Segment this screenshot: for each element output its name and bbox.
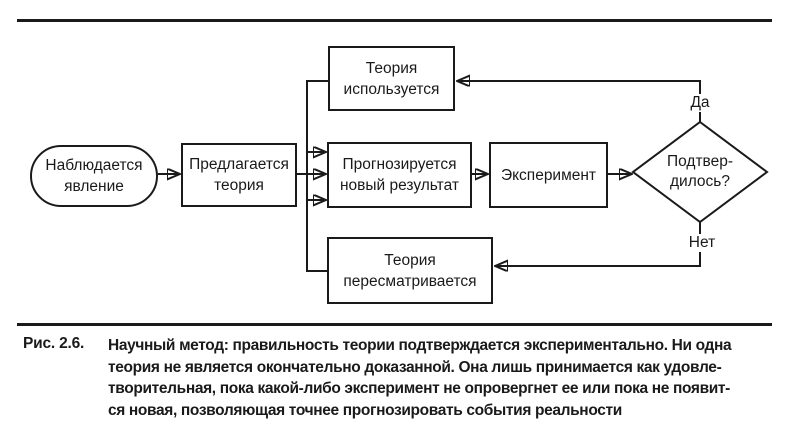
edge-label-no: Нет	[685, 234, 719, 252]
node-experiment: Эксперимент	[489, 142, 608, 208]
node-observed-phenomenon-label: Наблюдается явление	[45, 157, 143, 195]
node-theory-proposed: Предлагается теория	[181, 143, 297, 207]
caption-text: Научный метод: правильность теории подтв…	[108, 335, 732, 421]
edge-label-yes: Да	[687, 94, 713, 112]
node-theory-revised: Теория пересматривается	[327, 237, 493, 304]
edge-no-to-theory-revised	[495, 222, 701, 266]
caption-line: Научный метод: правильность теории подтв…	[108, 337, 732, 354]
node-new-result-predicted: Прогнозируется новый результат	[327, 142, 472, 208]
figure-number: Рис. 2.6.	[23, 335, 85, 352]
node-observed-phenomenon: Наблюдается явление	[30, 145, 158, 207]
edge-bus-vertical	[306, 80, 328, 272]
node-theory-used-label: Теория используется	[343, 59, 440, 98]
caption-rule	[17, 323, 772, 326]
edge-yes-to-theory-used	[457, 81, 701, 122]
node-new-result-predicted-label: Прогнозируется новый результат	[340, 156, 459, 194]
node-theory-used: Теория используется	[328, 46, 455, 111]
top-rule	[17, 19, 772, 22]
node-experiment-label: Эксперимент	[500, 166, 597, 184]
node-theory-revised-label: Теория пересматривается	[343, 251, 477, 290]
caption-line: ся новая, позволяющая точнее прогнозиров…	[108, 401, 622, 419]
caption-line: творительная, пока какой-либо эксперимен…	[108, 380, 730, 397]
node-confirmed-label: Подтвер- дилось?	[666, 153, 734, 190]
node-theory-proposed-label: Предлагается теория	[189, 156, 289, 194]
caption-line: теория не является окончательно доказанн…	[108, 358, 722, 376]
